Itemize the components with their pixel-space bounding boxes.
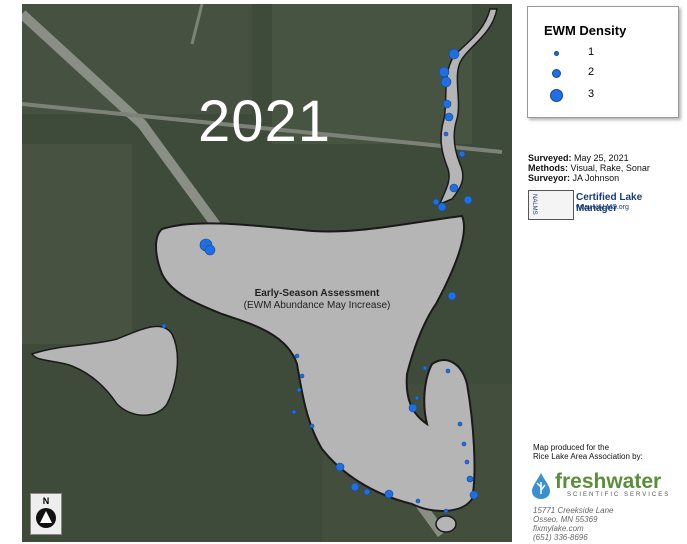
ewm-point-2 xyxy=(444,112,454,122)
nalms-vertical-text: NALMS xyxy=(531,194,537,215)
survey-info: Surveyed: May 25, 2021 Methods: Visual, … xyxy=(528,153,650,183)
map-canvas xyxy=(22,4,512,542)
assessment-subtitle: (EWM Abundance May Increase) xyxy=(243,300,391,311)
certification-title: Certified Lake Manager xyxy=(576,192,643,214)
legend-item-label: 2 xyxy=(588,66,595,78)
ewm-point-1 xyxy=(443,508,449,514)
legend-item-label: 1 xyxy=(588,46,595,58)
logo-subtitle: SCIENTIFIC SERVICES xyxy=(567,492,671,498)
ewm-point-3 xyxy=(448,48,460,60)
ewm-point-1 xyxy=(294,353,300,359)
north-road xyxy=(190,4,204,45)
ewm-point-2 xyxy=(447,291,457,301)
methods-label: Methods: xyxy=(528,163,568,173)
ewm-point-1 xyxy=(457,421,463,427)
website-link[interactable]: fixmylake.com xyxy=(533,524,584,533)
north-label: N xyxy=(42,496,50,506)
ewm-point-3 xyxy=(440,76,452,88)
east-west-road xyxy=(22,102,503,154)
main-lake-polygon xyxy=(155,214,476,512)
ewm-point-1 xyxy=(291,409,297,415)
produced-by: Map produced for the Rice Lake Area Asso… xyxy=(533,443,643,461)
legend-title: EWM Density xyxy=(544,23,627,38)
surveyor-value: JA Johnson xyxy=(572,173,620,183)
phone-number: (651) 336-8696 xyxy=(533,533,588,542)
ewm-point-3 xyxy=(438,66,450,78)
north-arrow: N xyxy=(30,493,62,535)
ewm-point-2 xyxy=(442,99,452,109)
density-1-point-icon xyxy=(554,51,559,56)
freshwater-logo: freshwater SCIENTIFIC SERVICES xyxy=(527,470,677,504)
north-arrow-icon xyxy=(36,508,56,528)
ewm-point-2 xyxy=(204,244,216,256)
ewm-point-2 xyxy=(363,488,371,496)
urban-area-nw xyxy=(22,4,252,114)
ewm-point-2 xyxy=(463,195,473,205)
ewm-point-1 xyxy=(461,441,467,447)
produced-line-1: Map produced for the xyxy=(533,443,610,452)
ewm-point-2 xyxy=(469,490,479,500)
ewm-point-1 xyxy=(414,395,420,401)
ewm-points xyxy=(161,48,479,514)
ewm-point-2 xyxy=(466,475,474,483)
density-3-point-icon xyxy=(550,89,563,102)
west-pond-polygon xyxy=(30,325,179,416)
legend-panel: EWM Density 1 2 3 xyxy=(527,6,679,118)
ewm-point-1 xyxy=(415,498,421,504)
logo-word: freshwater xyxy=(555,470,662,493)
methods-value: Visual, Rake, Sonar xyxy=(570,163,650,173)
ewm-point-1 xyxy=(445,368,451,374)
ewm-point-1 xyxy=(309,423,315,429)
ewm-point-2 xyxy=(449,183,459,193)
ewm-point-1 xyxy=(299,373,305,379)
assessment-title: Early-Season Assessment xyxy=(254,288,380,299)
ewm-point-2 xyxy=(432,198,440,206)
produced-line-2: Rice Lake Area Association by: xyxy=(533,452,643,461)
address-line-1: 15771 Creekside Lane xyxy=(533,506,614,515)
ewm-point-1 xyxy=(296,387,302,393)
residential-area-w xyxy=(22,144,132,344)
surveyor-label: Surveyor: xyxy=(528,173,571,183)
ewm-point-2 xyxy=(458,150,466,158)
ewm-point-1 xyxy=(443,131,449,137)
ewm-point-1 xyxy=(464,459,470,465)
legend-item-label: 3 xyxy=(588,88,595,100)
ewm-point-2 xyxy=(437,202,447,212)
ewm-point-2 xyxy=(384,489,394,499)
density-2-point-icon xyxy=(552,69,561,78)
ewm-point-2 xyxy=(335,462,345,472)
water-drop-icon xyxy=(532,473,550,499)
ewm-point-2 xyxy=(408,403,418,413)
residential-area-n xyxy=(272,4,472,144)
address-line-2: Osseo, MN 55369 xyxy=(533,515,598,524)
surveyed-value: May 25, 2021 xyxy=(574,153,629,163)
nalms-logo-icon: NALMS xyxy=(528,190,574,220)
south-outlet xyxy=(435,515,457,533)
year-label: 2021 xyxy=(198,89,332,154)
surveyed-label: Surveyed: xyxy=(528,153,572,163)
ewm-point-1 xyxy=(161,323,167,329)
certification-url: www.NALMS.org xyxy=(576,204,629,211)
address-block: 15771 Creekside Lane Osseo, MN 55369 fix… xyxy=(533,506,614,542)
lake-map[interactable]: 2021 Early-Season Assessment (EWM Abunda… xyxy=(22,4,512,542)
ewm-point-1 xyxy=(422,365,428,371)
nalms-badge: NALMS Certified Lake Manager www.NALMS.o… xyxy=(528,190,682,220)
ewm-point-2 xyxy=(350,482,360,492)
